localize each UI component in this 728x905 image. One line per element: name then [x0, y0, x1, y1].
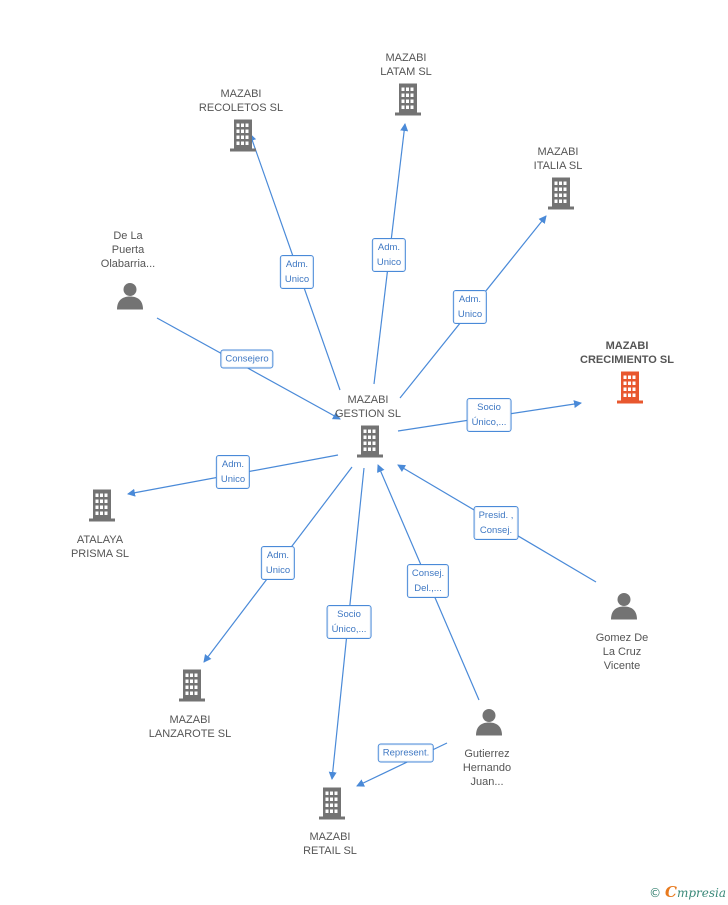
node-label-lanzarote[interactable]: MAZABI LANZAROTE SL: [149, 713, 232, 741]
edge-label-line: Del.,...: [414, 583, 442, 594]
edge-label-gestion-lanzarote[interactable]: Adm. Unico: [260, 546, 296, 580]
edge-label-line: Consejero: [225, 353, 269, 365]
node-label-line: De La: [113, 230, 143, 242]
edge-label-gestion-atalaya[interactable]: Adm. Unico: [215, 455, 251, 489]
edge-label-gutierrez-gestion[interactable]: Consej. Del.,...: [406, 564, 450, 598]
empresia-logo-text: mpresia: [676, 886, 726, 900]
node-label-line: MAZABI: [385, 52, 427, 64]
node-label-line: GESTION SL: [334, 408, 402, 420]
node-label-line: MAZABI: [537, 146, 579, 158]
node-label-atalaya[interactable]: ATALAYA PRISMA SL: [71, 533, 129, 561]
building-icon[interactable]: [177, 669, 207, 708]
node-label-latam[interactable]: MAZABI LATAM SL: [380, 51, 432, 79]
edge-label-line: Adm.: [458, 294, 482, 305]
node-label-line: RECOLETOS SL: [198, 102, 284, 114]
edge-label-line: Socio: [337, 609, 361, 620]
edge-label-line: Único,...: [471, 417, 507, 428]
empresia-logo-initial: C: [664, 883, 677, 901]
edge-label-line: Consej.: [411, 568, 445, 579]
node-label-line: Juan...: [470, 776, 504, 788]
node-label-italia[interactable]: MAZABI ITALIA SL: [534, 145, 583, 173]
edge-label-olabarria-gestion[interactable]: Consejero: [220, 349, 274, 369]
edge-olabarria-gestion: [156, 317, 341, 420]
edge-label-line: Unico: [376, 257, 402, 268]
edge-label-gestion-italia[interactable]: Adm. Unico: [452, 290, 488, 324]
node-label-line: MAZABI: [169, 714, 211, 726]
node-label-line: LANZAROTE SL: [148, 728, 232, 740]
node-label-line: MAZABI: [605, 340, 649, 352]
node-label-line: LATAM SL: [380, 66, 432, 78]
node-label-line: MAZABI: [220, 88, 262, 100]
node-label-line: Vicente: [603, 660, 641, 672]
building-icon[interactable]: [228, 119, 258, 158]
node-label-line: RETAIL SL: [303, 845, 357, 857]
building-icon-highlighted[interactable]: [615, 371, 645, 410]
edge-label-line: Unico: [220, 474, 246, 485]
node-label-line: Gomez De: [595, 632, 649, 644]
node-label-line: ITALIA SL: [533, 160, 583, 172]
edge-label-line: Represent.: [382, 747, 430, 759]
edge-label-line: Adm.: [221, 459, 245, 470]
node-label-recoletos[interactable]: MAZABI RECOLETOS SL: [199, 87, 283, 115]
node-label-line: ATALAYA: [76, 534, 124, 546]
node-label-line: MAZABI: [347, 394, 389, 406]
node-label-line: Olabarria...: [100, 258, 156, 270]
node-label-gestion[interactable]: MAZABI GESTION SL: [335, 393, 401, 421]
edge-label-line: Adm.: [266, 550, 290, 561]
edge-label-line: Presid. ,: [478, 510, 514, 521]
node-label-line: PRISMA SL: [70, 548, 130, 560]
edge-label-line: Unico: [457, 309, 483, 320]
node-label-line: La Cruz: [602, 646, 642, 658]
node-label-line: MAZABI: [309, 831, 351, 843]
building-icon[interactable]: [546, 177, 576, 216]
person-icon[interactable]: [115, 281, 145, 316]
building-icon[interactable]: [87, 489, 117, 528]
node-label-retail[interactable]: MAZABI RETAIL SL: [303, 830, 357, 858]
edge-label-line: Unico: [265, 565, 291, 576]
building-icon[interactable]: [393, 83, 423, 122]
edge-label-line: Único,...: [331, 624, 367, 635]
edge-label-line: Adm.: [285, 259, 309, 270]
node-label-line: Gutierrez: [464, 748, 510, 760]
edge-label-line: Consej.: [479, 525, 513, 536]
node-label-line: Hernando: [462, 762, 512, 774]
edge-label-gomez-gestion[interactable]: Presid. , Consej.: [473, 506, 519, 540]
copyright-icon: ©: [649, 886, 662, 900]
empresia-footer[interactable]: © Cmpresia: [649, 883, 726, 901]
building-icon[interactable]: [355, 425, 385, 464]
edge-label-line: Socio: [477, 402, 501, 413]
building-icon[interactable]: [317, 787, 347, 826]
node-label-crecimiento[interactable]: MAZABI CRECIMIENTO SL: [580, 339, 674, 367]
edge-label-gutierrez-retail[interactable]: Represent.: [377, 743, 435, 763]
edge-label-line: Unico: [284, 274, 310, 285]
node-label-line: CRECIMIENTO SL: [580, 354, 674, 366]
node-label-line: Puerta: [111, 244, 145, 256]
edge-label-gestion-latam[interactable]: Adm. Unico: [371, 238, 407, 272]
edge-label-gestion-recoletos[interactable]: Adm. Unico: [279, 255, 315, 289]
person-icon[interactable]: [474, 707, 504, 742]
edge-label-line: Adm.: [377, 242, 401, 253]
person-icon[interactable]: [609, 591, 639, 626]
